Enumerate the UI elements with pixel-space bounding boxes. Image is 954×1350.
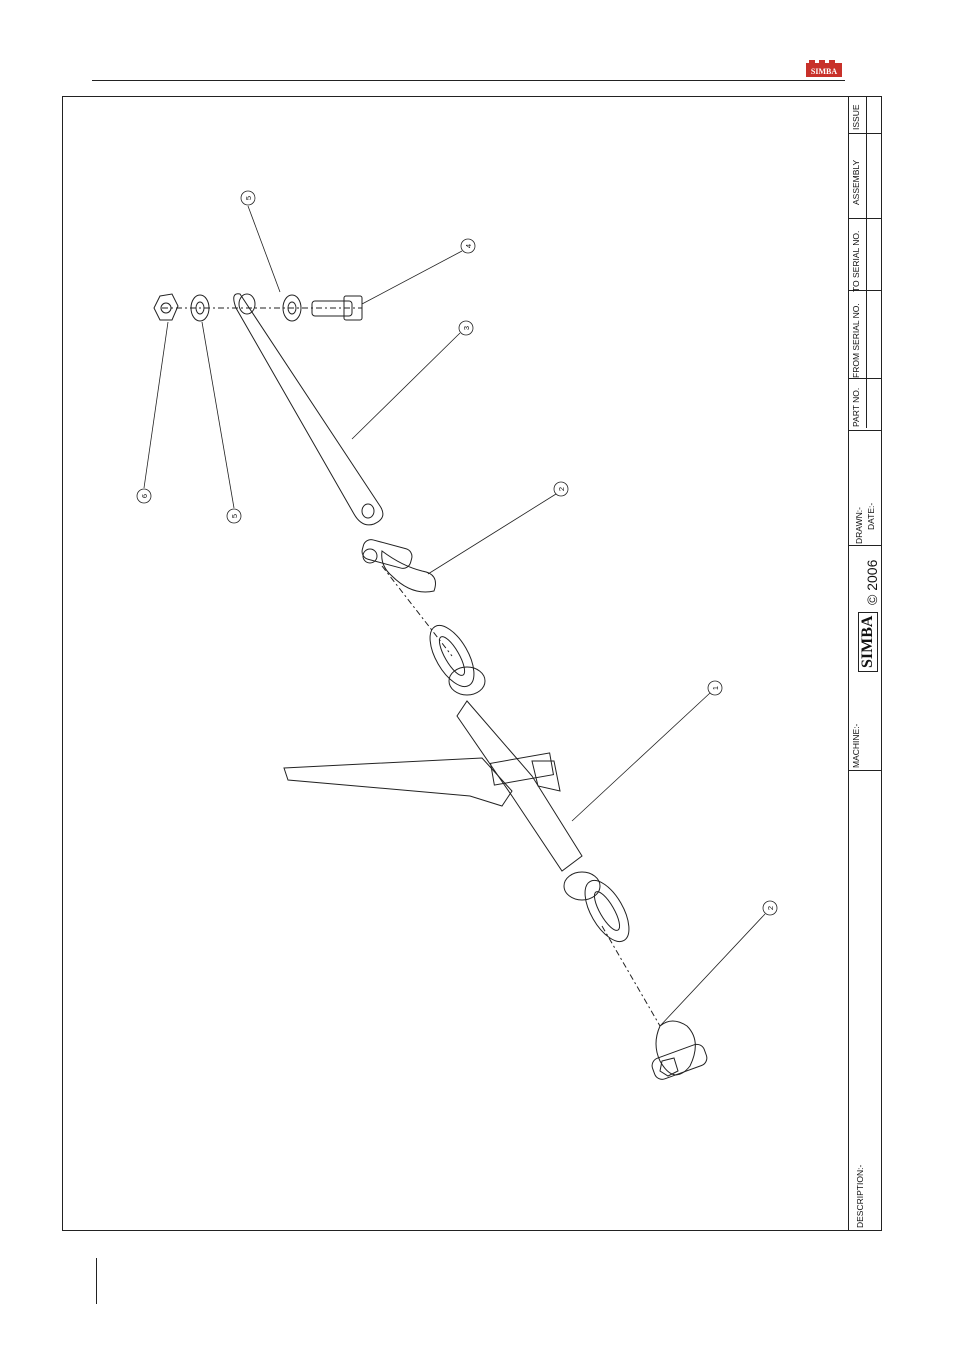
shackle-part [650, 1021, 709, 1082]
link-bar-part [234, 294, 383, 525]
callout-2: 2 [766, 906, 775, 910]
machine-label: MACHINE:- [851, 724, 861, 768]
simba-logo: SIMBA [806, 60, 842, 80]
header-rule [92, 80, 845, 81]
callout-2: 2 [557, 487, 566, 491]
date-label: DATE:- [866, 503, 876, 530]
brand-logo-text: SIMBA [858, 612, 878, 672]
to-serial-label: TO SERIAL NO. [851, 231, 861, 292]
chain-link-part [421, 619, 485, 695]
tb-sep [848, 218, 882, 219]
description-label: DESCRIPTION:- [855, 1165, 865, 1228]
nut-part [154, 294, 178, 320]
callout-4: 4 [464, 244, 473, 248]
tb-sep [848, 378, 882, 379]
part-no-label: PART NO. [851, 388, 861, 427]
issue-label: ISSUE [851, 104, 861, 130]
callout-3: 3 [462, 326, 471, 330]
callout-5: 5 [230, 514, 239, 518]
tb-sep [848, 133, 882, 134]
load-binder-part [284, 701, 582, 871]
callout-5: 5 [244, 196, 253, 200]
exploded-assembly-drawing: 5 4 3 6 5 2 1 2 [62, 96, 848, 1231]
tb-sep [848, 545, 882, 546]
drawn-label: DRAWN:- [854, 507, 864, 544]
tb-sep [848, 430, 882, 431]
footer-rule [96, 1258, 97, 1304]
assembly-label: ASSEMBLY [851, 160, 861, 205]
callout-1: 1 [711, 686, 720, 690]
chain-link-part [564, 872, 638, 948]
title-block-divider [848, 96, 849, 1231]
copyright-text: © 2006 [864, 560, 880, 605]
shackle-part [360, 538, 435, 592]
logo-text: SIMBA [811, 67, 837, 76]
tb-sep [848, 770, 882, 771]
from-serial-label: FROM SERIAL NO. [851, 303, 861, 378]
callout-6: 6 [140, 494, 149, 498]
